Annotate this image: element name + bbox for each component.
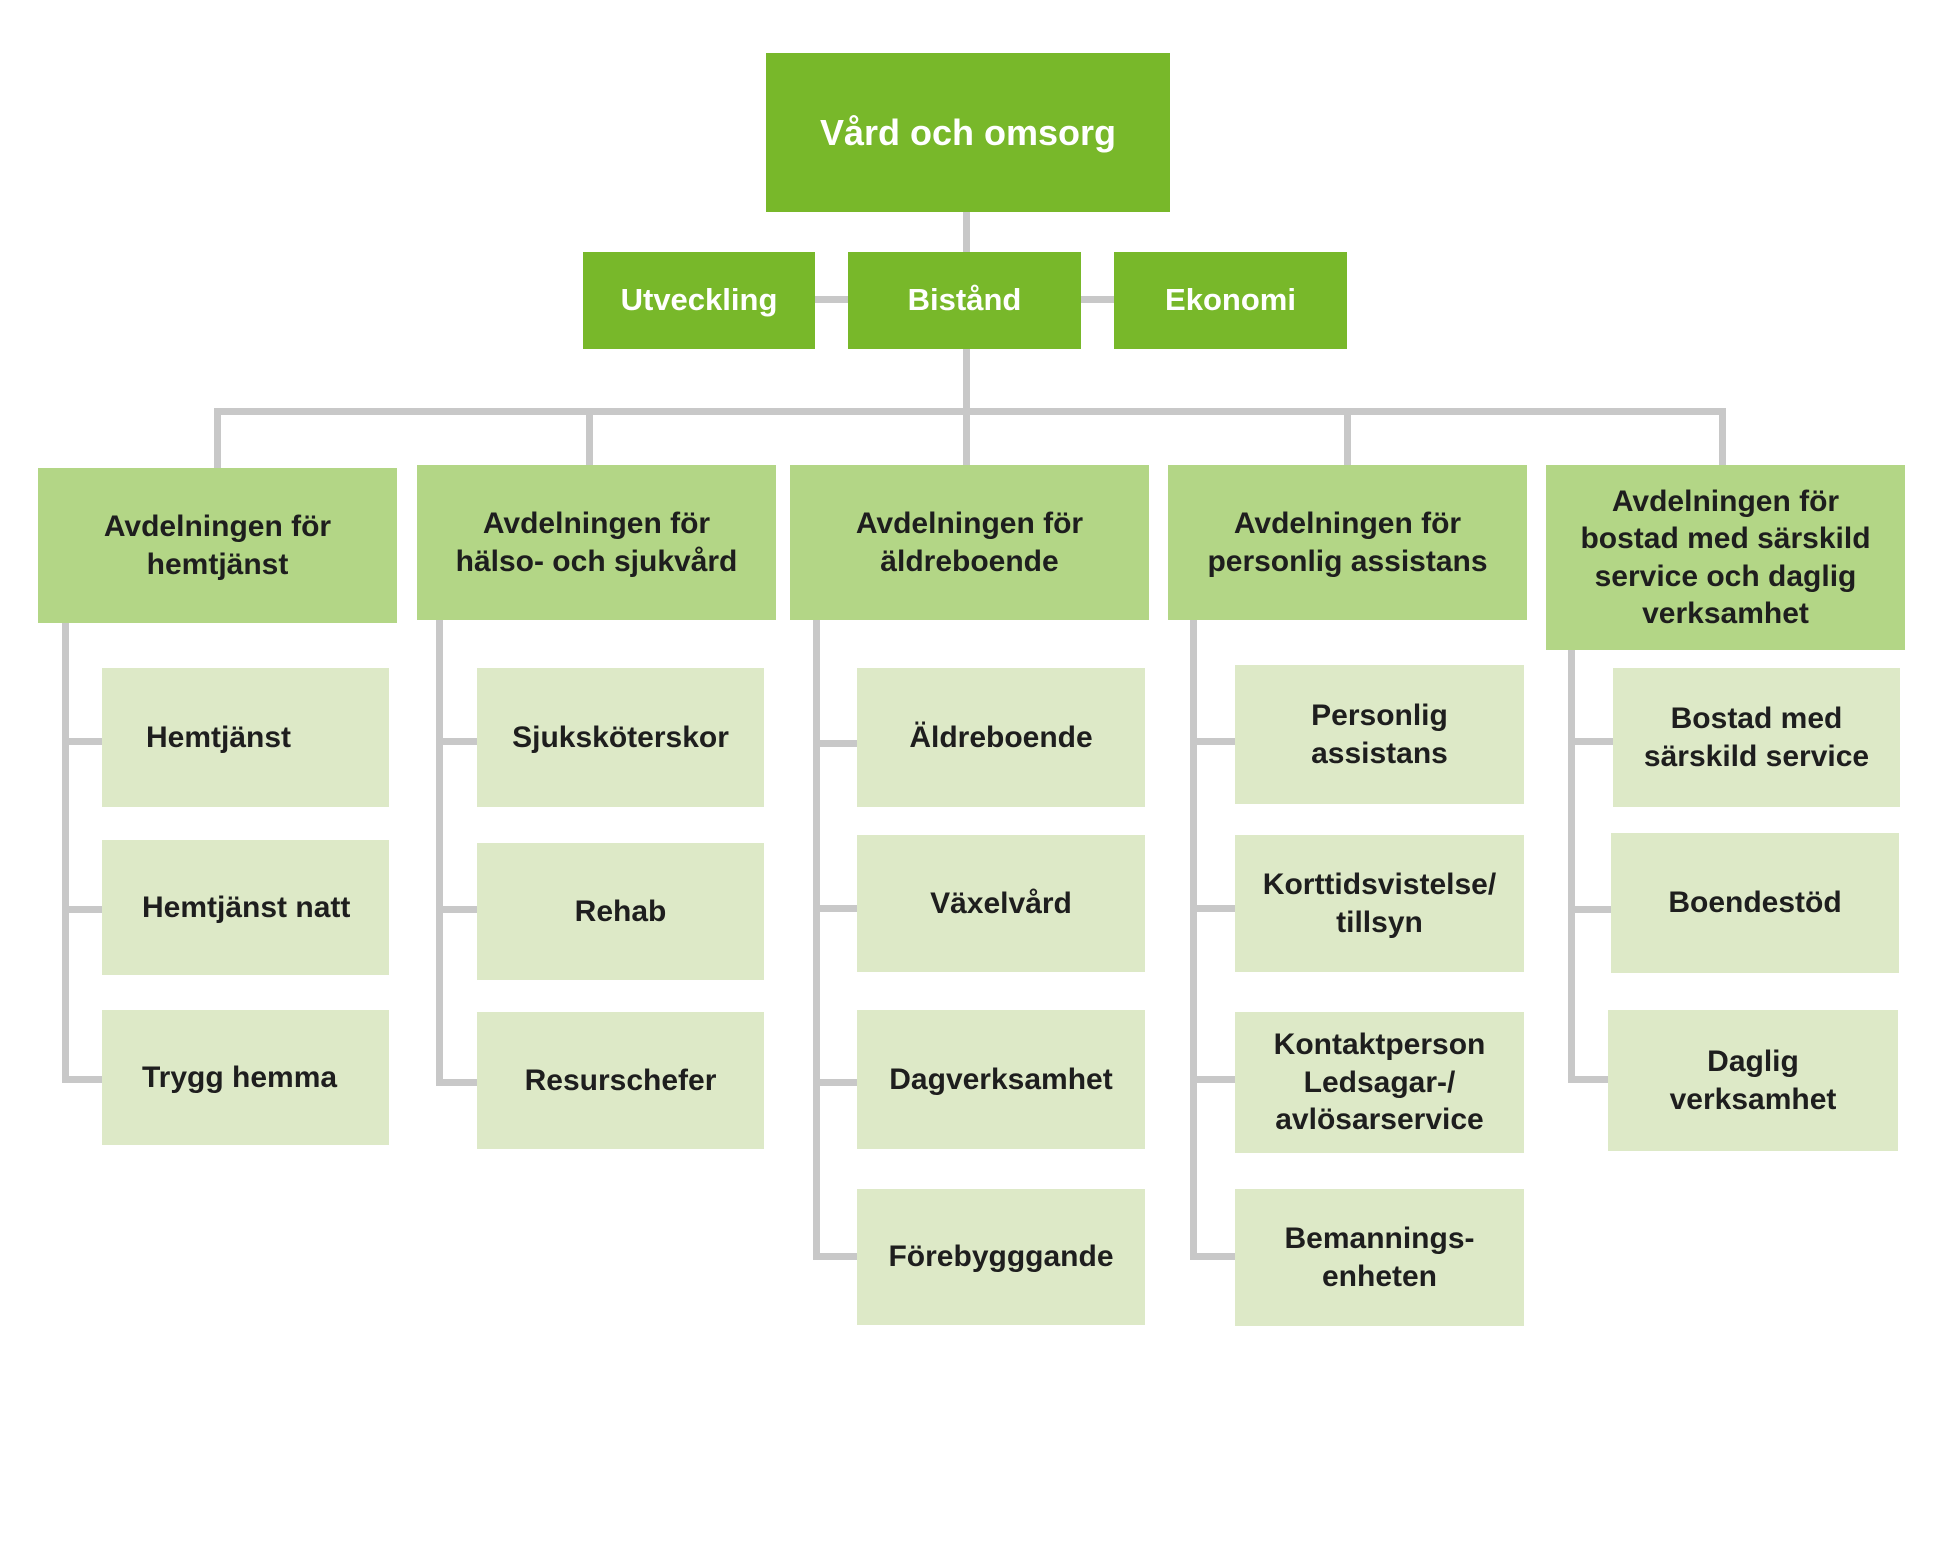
dept-2-branch: [436, 1079, 477, 1086]
connector-ekonomi: [1080, 296, 1116, 303]
dept-1-branch: [62, 738, 102, 745]
dept-3-branch: [813, 1079, 857, 1086]
dept-3-trunk: [813, 620, 820, 1260]
dept-5-branch: [1568, 906, 1611, 913]
dept-1-branch: [62, 906, 102, 913]
dept-4-branch: [1190, 1253, 1235, 1260]
unit-node: Bemannings- enheten: [1235, 1189, 1524, 1326]
dept-5-branch: [1568, 738, 1613, 745]
dept-2-branch: [436, 738, 477, 745]
department-node: Avdelningen för bostad med särskild serv…: [1546, 465, 1905, 650]
connector-drop-1: [214, 408, 221, 468]
dept-3-branch: [813, 905, 857, 912]
connector-horizontal-bus: [214, 408, 1726, 415]
connector-utveckling: [813, 296, 848, 303]
staff-node-utveckling: Utveckling: [583, 252, 815, 349]
department-node: Avdelningen för hälso- och sjukvård: [417, 465, 776, 620]
unit-node: Daglig verksamhet: [1608, 1010, 1898, 1151]
staff-node-ekonomi: Ekonomi: [1114, 252, 1347, 349]
dept-5-trunk: [1568, 650, 1575, 1083]
dept-3-branch: [813, 740, 857, 747]
unit-node: Sjuksköterskor: [477, 668, 764, 807]
dept-4-branch: [1190, 738, 1235, 745]
unit-node: Boendestöd: [1611, 833, 1899, 973]
dept-2-trunk: [436, 620, 443, 1086]
connector-drop-2: [586, 408, 593, 466]
dept-4-branch: [1190, 1076, 1235, 1083]
dept-3-branch: [813, 1253, 857, 1260]
unit-node: Förebygggande: [857, 1189, 1145, 1325]
unit-node: Hemtjänst: [102, 668, 389, 807]
dept-5-branch: [1568, 1076, 1608, 1083]
staff-node-bistand: Bistånd: [848, 252, 1081, 349]
root-node: Vård och omsorg: [766, 53, 1170, 212]
dept-4-branch: [1190, 905, 1235, 912]
unit-node: Trygg hemma: [102, 1010, 389, 1145]
unit-node: Rehab: [477, 843, 764, 980]
department-node: Avdelningen för äldreboende: [790, 465, 1149, 620]
unit-node: Växelvård: [857, 835, 1145, 972]
connector-drop-4: [1344, 408, 1351, 466]
dept-4-trunk: [1190, 620, 1197, 1260]
unit-node: Resurschefer: [477, 1012, 764, 1149]
unit-node: Kontaktperson Ledsagar-/ avlösarservice: [1235, 1012, 1524, 1153]
unit-node: Bostad med särskild service: [1613, 668, 1900, 807]
department-node: Avdelningen för hemtjänst: [38, 468, 397, 623]
connector-drop-5: [1719, 408, 1726, 466]
connector-drop-3: [963, 408, 970, 466]
unit-node: Personlig assistans: [1235, 665, 1524, 804]
unit-node: Korttidsvistelse/ tillsyn: [1235, 835, 1524, 972]
unit-node: Dagverksamhet: [857, 1010, 1145, 1149]
unit-node: Hemtjänst natt: [102, 840, 389, 975]
dept-2-branch: [436, 906, 477, 913]
department-node: Avdelningen för personlig assistans: [1168, 465, 1527, 620]
dept-1-trunk: [62, 622, 69, 1083]
dept-1-branch: [62, 1076, 102, 1083]
unit-node: Äldreboende: [857, 668, 1145, 807]
